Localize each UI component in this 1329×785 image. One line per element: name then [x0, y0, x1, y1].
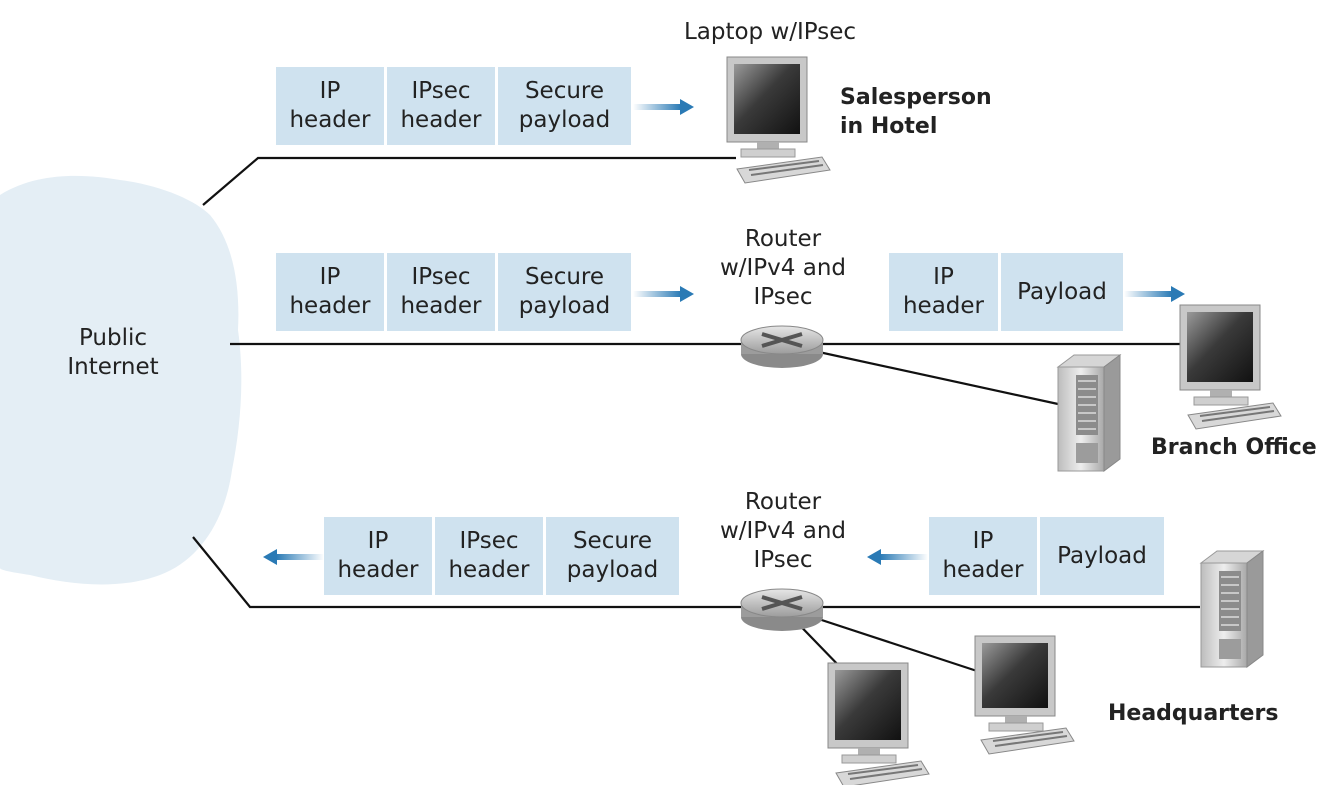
- packet-secure-payload: Secure payload: [546, 517, 679, 595]
- packet-ip-header: IP header: [276, 253, 384, 331]
- laptop-computer-icon: [726, 56, 831, 184]
- laptop-label: Laptop w/IPsec: [683, 19, 857, 45]
- arrow-right-icon: [1124, 286, 1185, 302]
- headquarters-label: Headquarters: [1108, 701, 1279, 726]
- packet-ip-header: IP header: [276, 67, 384, 145]
- branch-office-label: Branch Office: [1151, 435, 1317, 460]
- arrow-right-icon: [633, 99, 694, 115]
- packet-ip-header: IP header: [889, 253, 998, 331]
- arrow-left-icon: [263, 549, 324, 565]
- hq-server-icon: [1199, 550, 1265, 668]
- hq-link: [192, 536, 1200, 609]
- packet-payload: Payload: [1040, 517, 1164, 595]
- branch-server-icon: [1056, 354, 1122, 472]
- branch-router-label: Router w/IPv4 and IPsec: [719, 226, 847, 310]
- hq-computer-icon: [974, 635, 1075, 755]
- hq-router-label: Router w/IPv4 and IPsec: [719, 489, 847, 573]
- packet-secure-payload: Secure payload: [498, 67, 631, 145]
- wires: [192, 156, 1200, 674]
- packet-ipsec-header: IPsec header: [387, 67, 495, 145]
- branch-server-link: [781, 342, 1059, 406]
- public-internet-cloud: [0, 175, 242, 585]
- packet-ip-header: IP header: [324, 517, 432, 595]
- router-icon: [740, 588, 824, 631]
- hq-computer-icon: [827, 662, 930, 785]
- hotel-link: [202, 156, 736, 206]
- packet-payload: Payload: [1001, 253, 1123, 331]
- public-internet-label: Public Internet: [67, 325, 159, 380]
- branch-computer-icon: [1179, 304, 1282, 430]
- packet-ipsec-header: IPsec header: [387, 253, 495, 331]
- packet-ip-header: IP header: [929, 517, 1037, 595]
- salesperson-hotel-label: Salesperson in Hotel: [840, 85, 992, 139]
- packet-secure-payload: Secure payload: [498, 253, 631, 331]
- packet-ipsec-header: IPsec header: [435, 517, 543, 595]
- router-icon: [740, 325, 824, 368]
- arrow-left-icon: [867, 549, 928, 565]
- arrow-right-icon: [633, 286, 694, 302]
